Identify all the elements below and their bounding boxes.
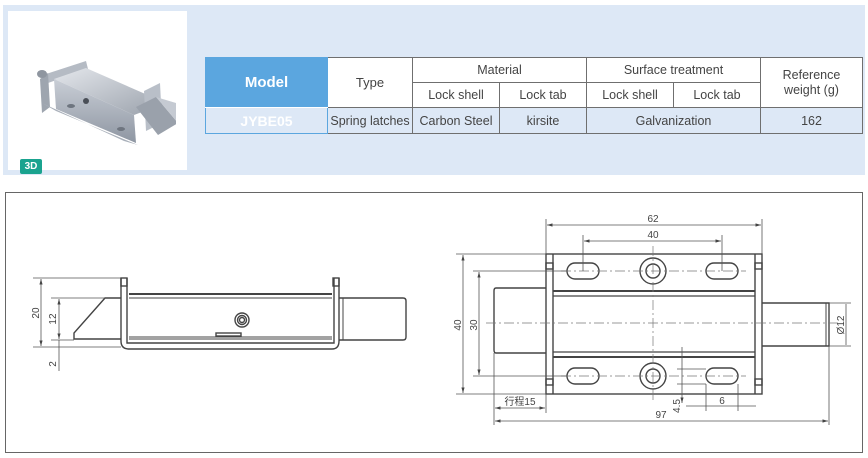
dim-4-5: 4.5 bbox=[672, 399, 683, 413]
dim-pin-diameter: Ø12 bbox=[836, 315, 847, 334]
side-view-dimensions bbox=[33, 277, 121, 371]
material-lock-shell-value: Carbon Steel bbox=[412, 107, 500, 134]
type-header: Type bbox=[327, 57, 413, 108]
type-value: Spring latches bbox=[327, 107, 413, 134]
material-lock-tab-header: Lock tab bbox=[499, 82, 587, 108]
top-view-dimensions bbox=[456, 219, 851, 425]
3d-badge[interactable]: 3D bbox=[20, 159, 42, 174]
surface-treatment-header: Surface treatment bbox=[586, 57, 761, 83]
product-render-image bbox=[37, 61, 176, 145]
dim-40-width: 40 bbox=[647, 230, 659, 241]
surface-treatment-value: Galvanization bbox=[586, 107, 761, 134]
spec-table: Model Type Material Surface treatment Re… bbox=[205, 57, 863, 134]
center-lines bbox=[486, 246, 841, 403]
model-header: Model bbox=[205, 57, 328, 108]
technical-drawing-frame: 20 12 2 bbox=[5, 192, 863, 453]
dim-stroke-15: 行程15 bbox=[504, 395, 536, 408]
dim-2: 2 bbox=[48, 361, 59, 367]
dim-40-height: 40 bbox=[453, 319, 464, 331]
material-lock-tab-value: kirsite bbox=[499, 107, 587, 134]
technical-drawing: 20 12 2 bbox=[31, 214, 851, 425]
dim-30: 30 bbox=[469, 319, 480, 331]
material-header: Material bbox=[412, 57, 587, 83]
surface-lock-shell-header: Lock shell bbox=[586, 82, 674, 108]
surface-lock-tab-header: Lock tab bbox=[673, 82, 761, 108]
top-view bbox=[493, 253, 830, 395]
reference-weight-header: Reference weight (g) bbox=[760, 57, 863, 108]
side-view bbox=[73, 277, 407, 350]
dim-20: 20 bbox=[31, 307, 42, 319]
table-row: JYBE05 Spring latches Carbon Steel kirsi… bbox=[205, 107, 863, 134]
reference-weight-value: 162 bbox=[760, 107, 863, 134]
product-image-card[interactable]: 3D bbox=[8, 11, 187, 174]
dim-6: 6 bbox=[719, 396, 725, 407]
dim-62: 62 bbox=[647, 214, 659, 225]
dim-97: 97 bbox=[655, 410, 667, 421]
material-lock-shell-header: Lock shell bbox=[412, 82, 500, 108]
dim-12: 12 bbox=[48, 313, 59, 325]
reference-weight-header-line2: weight (g) bbox=[784, 82, 839, 97]
model-value: JYBE05 bbox=[205, 107, 328, 134]
reference-weight-header-line1: Reference bbox=[782, 67, 841, 82]
